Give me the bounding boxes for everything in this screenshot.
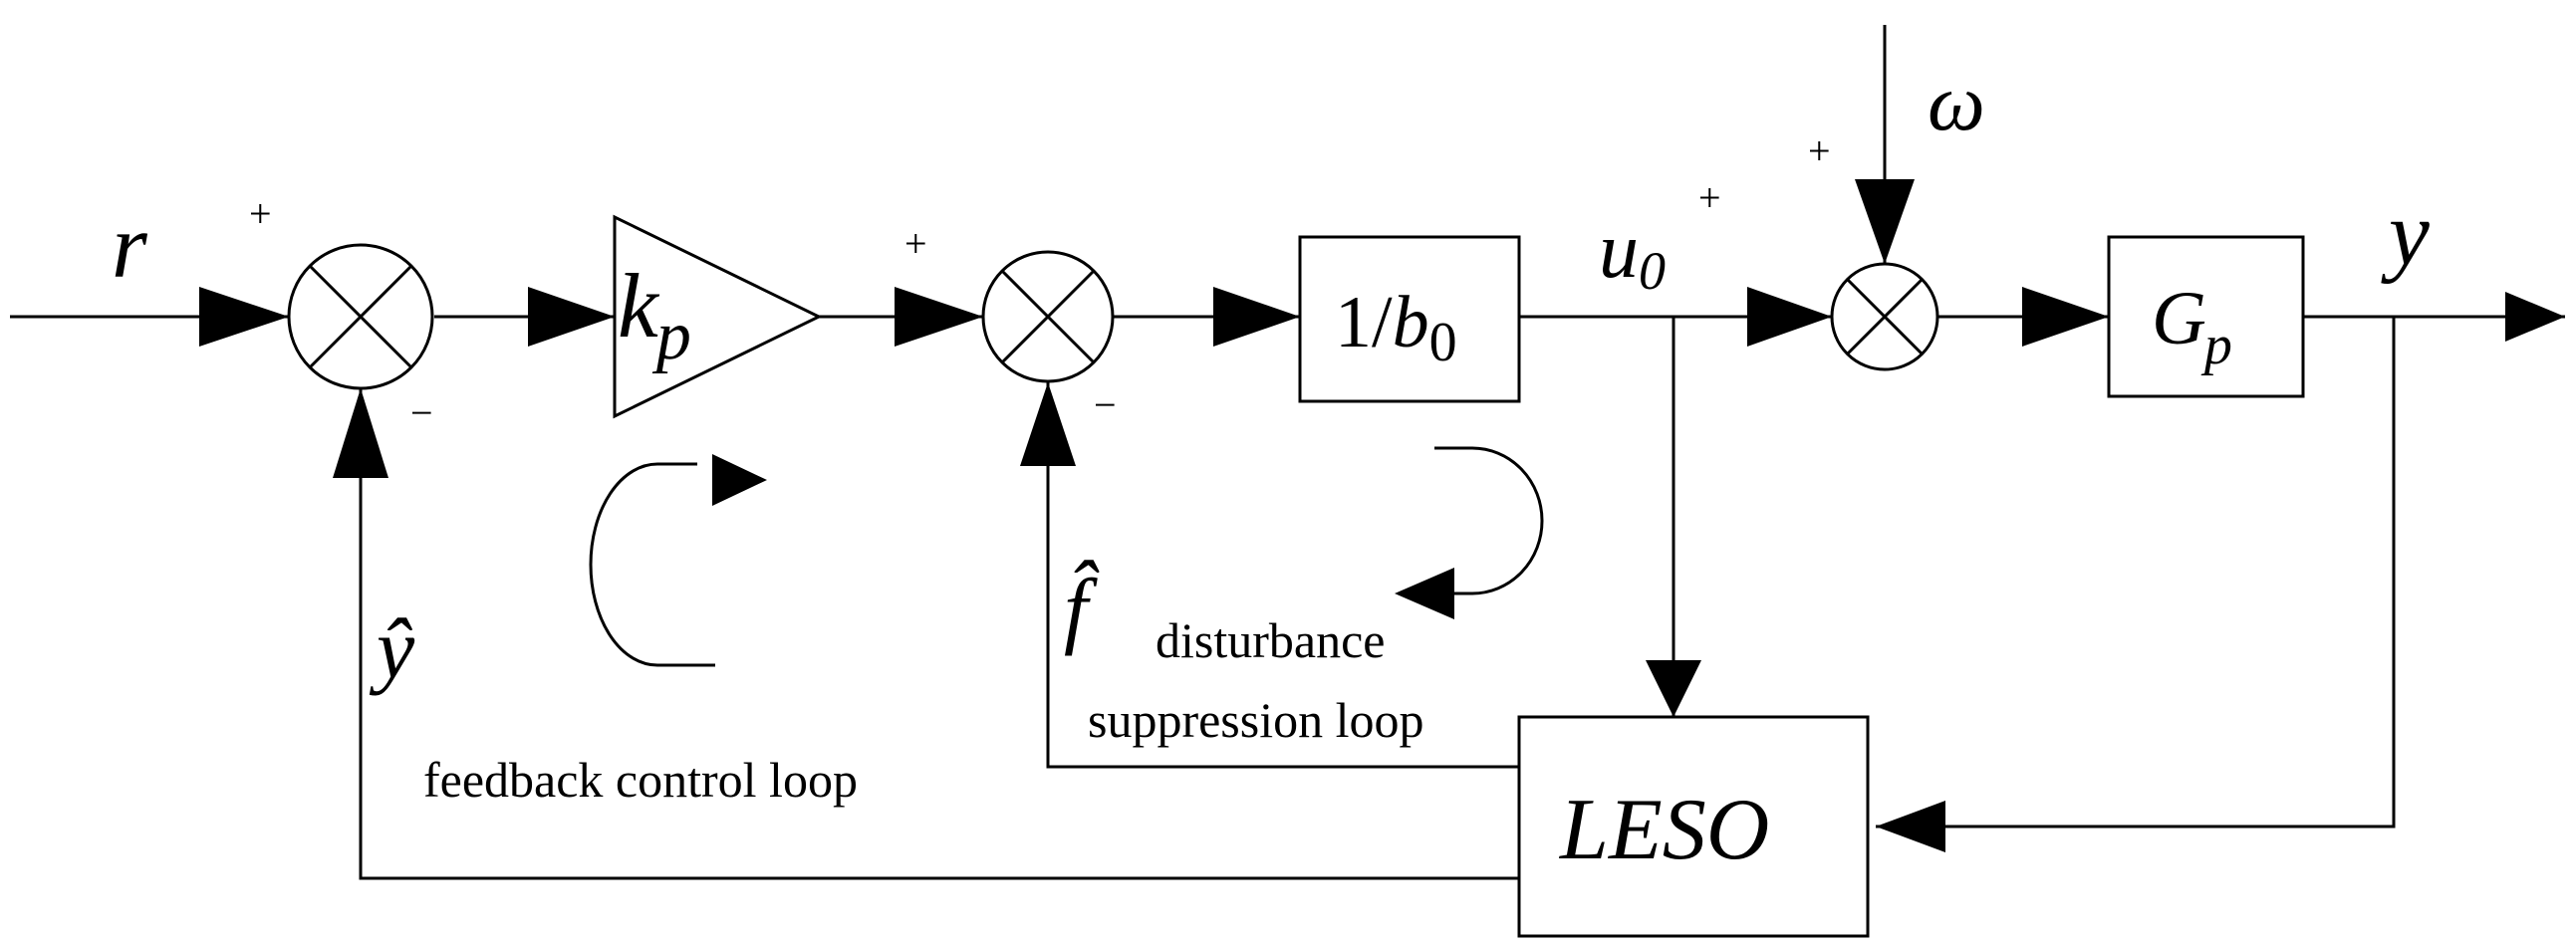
arrowhead-into-b0 [1213, 287, 1300, 347]
arrowhead-fhat-into-sum2 [1020, 382, 1076, 466]
disturbance-loop-arrowhead [1395, 568, 1454, 619]
signal-yhat-label: ŷ [369, 600, 415, 696]
signal-y-label: y [2381, 182, 2430, 284]
leso-block [1517, 715, 1870, 938]
sum-junction-3 [1830, 262, 1939, 371]
signal-r-label: r [112, 195, 148, 297]
feedback-loop-curve [589, 462, 715, 667]
arrowhead-into-gain [528, 287, 615, 347]
disturbance-loop-curve [1434, 446, 1544, 595]
arrowhead-output [2505, 292, 2565, 342]
signal-fhat-label: f̂ [1064, 559, 1100, 656]
sum2-minus-sign: − [1094, 382, 1117, 427]
arrowhead-into-sum2 [895, 287, 983, 347]
sum3-top-plus-sign: + [1808, 128, 1831, 173]
disturbance-loop-caption-line1: disturbance [1156, 612, 1385, 668]
b0-block-label: 1/b0 [1335, 282, 1457, 373]
arrowhead-into-sum1 [199, 287, 289, 347]
signal-u0-label: u0 [1599, 207, 1666, 301]
signal-omega-label: ω [1928, 57, 1985, 147]
sum1-plus-sign: + [249, 191, 272, 236]
arrowhead-into-plant [2022, 287, 2109, 347]
disturbance-loop-caption-line2: suppression loop [1088, 692, 1424, 748]
sum-junction-2 [981, 250, 1115, 383]
sum2-plus-sign: + [904, 221, 927, 266]
arrowhead-u0-into-leso [1646, 660, 1701, 717]
arrowhead-yhat-into-sum1 [333, 388, 388, 478]
wire-yhat-feedback [359, 388, 1519, 880]
sum-junction-1 [287, 243, 434, 390]
wire-y-to-leso [1876, 317, 2396, 828]
arrowhead-into-sum3 [1747, 287, 1832, 347]
gain-label: kp [618, 255, 691, 374]
gain-block-kp [613, 214, 823, 419]
sum1-minus-sign: − [410, 390, 433, 435]
plant-block-gp [2107, 235, 2305, 398]
block-1-over-b0 [1298, 235, 1521, 403]
leso-label: LESO [1558, 782, 1769, 878]
sum3-left-plus-sign: + [1698, 175, 1721, 220]
feedback-loop-caption: feedback control loop [423, 752, 858, 808]
arrowhead-y-into-leso [1876, 801, 1945, 852]
arrowhead-disturbance [1855, 179, 1915, 264]
feedback-loop-arrowhead [712, 454, 767, 506]
plant-label: Gp [2152, 277, 2232, 376]
wire-fhat-feedback [1046, 382, 1519, 769]
